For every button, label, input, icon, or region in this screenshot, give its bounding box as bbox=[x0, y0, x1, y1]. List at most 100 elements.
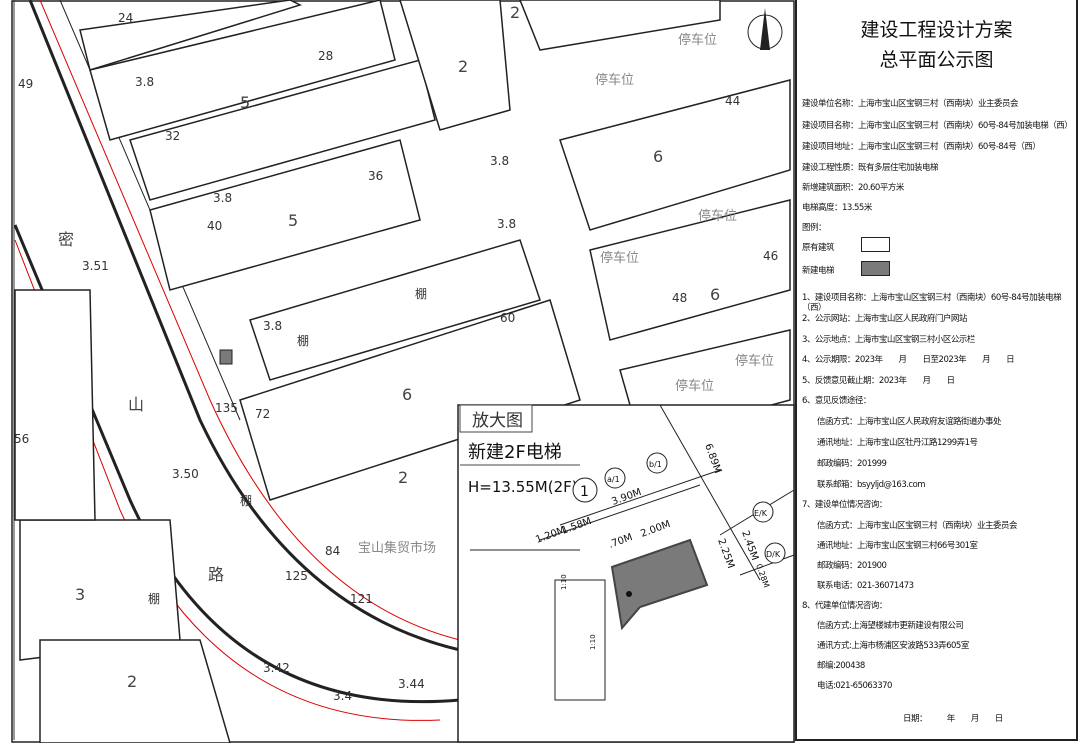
map-label: b/1 bbox=[649, 460, 662, 469]
map-label: 停车位 bbox=[735, 353, 774, 369]
panel-title: 建设工程设计方案 bbox=[860, 19, 1013, 41]
map-label: 1 bbox=[580, 484, 589, 500]
new-elevator-marker bbox=[219, 349, 233, 365]
date-line: 日期： 年 月 日 bbox=[903, 714, 1003, 724]
road-label: 密 bbox=[58, 230, 74, 249]
agent-phone: 电话:021-65063370 bbox=[817, 681, 892, 691]
map-label: 56 bbox=[14, 432, 29, 446]
site-plan-map: 密 山 路 24 28 32 36 40 60 72 84 121 125 13… bbox=[11, 0, 795, 743]
map-label: 2 bbox=[398, 468, 408, 487]
map-label: 36 bbox=[368, 169, 383, 183]
map-label: 3.42 bbox=[263, 661, 290, 675]
map-label: a/1 bbox=[607, 475, 620, 484]
agent-item: 信函方式:上海望楼城市更新建设有限公司 bbox=[817, 621, 964, 631]
map-label: 72 bbox=[255, 407, 270, 421]
panel-subtitle: 总平面公示图 bbox=[879, 49, 994, 71]
north-arrow-icon bbox=[747, 8, 783, 50]
info-nature: 建设工程性质：既有多层住宅加装电梯 bbox=[802, 163, 939, 173]
map-label: 3.50 bbox=[172, 467, 199, 481]
legend-existing-label: 原有建筑 bbox=[802, 243, 835, 253]
map-label: 3.44 bbox=[398, 677, 425, 691]
map-label: 3.8 bbox=[490, 154, 509, 168]
map-label: 3.8 bbox=[213, 191, 232, 205]
map-label: 60 bbox=[500, 311, 515, 325]
map-label: 32 bbox=[165, 129, 180, 143]
map-label: 125 bbox=[285, 569, 308, 583]
feedback-email: 联系邮箱：bsyyljd@163.com bbox=[817, 480, 926, 490]
map-label: 6 bbox=[402, 385, 412, 404]
feedback-item: 信函方式：上海市宝山区人民政府友谊路街道办事处 bbox=[817, 417, 1002, 427]
notice-item: 3、公示地点：上海市宝山区宝钢三村小区公示栏 bbox=[802, 335, 975, 345]
map-label: D/K bbox=[766, 550, 781, 559]
builder-item: 信函方式：上海市宝山区宝钢三村（西南块）业主委员会 bbox=[817, 521, 1018, 531]
builder-item: 邮政编码：201900 bbox=[817, 561, 887, 571]
new-elevator-shape bbox=[610, 538, 709, 631]
agent-title: 8、代建单位情况咨询： bbox=[802, 601, 887, 611]
elevation-points: 3.8 3.8 3.8 3.8 3.8 3.51 3.50 3.42 3.44 … bbox=[82, 75, 516, 703]
feedback-item: 邮政编码：201999 bbox=[817, 459, 887, 469]
legend-elevator-swatch bbox=[861, 261, 890, 276]
map-label: E/K bbox=[754, 509, 768, 518]
map-label: 3.51 bbox=[82, 259, 109, 273]
map-label: 121 bbox=[350, 592, 373, 606]
map-label: 5 bbox=[288, 211, 298, 230]
legend-existing-swatch bbox=[861, 237, 890, 252]
info-area: 新增建筑面积：20.60平方米 bbox=[802, 183, 904, 193]
inset-height: H=13.55M(2F) bbox=[468, 478, 578, 496]
map-label: 40 bbox=[207, 219, 222, 233]
map-label: 2 bbox=[127, 672, 137, 691]
road-label: 路 bbox=[208, 565, 224, 584]
map-label: 49 bbox=[18, 77, 33, 91]
legend-title: 图例： bbox=[802, 223, 827, 233]
builder-phone: 联系电话：021-36071473 bbox=[817, 581, 914, 591]
info-project: 建设项目名称：上海市宝山区宝钢三村（西南块）60号-84号加装电梯（西） bbox=[802, 121, 1073, 131]
map-label: 135 bbox=[215, 401, 238, 415]
info-height: 电梯高度：13.55米 bbox=[802, 203, 872, 213]
notice-item: 6、意见反馈途径： bbox=[802, 396, 871, 406]
buildings bbox=[14, 0, 791, 743]
map-label: 48 bbox=[672, 291, 687, 305]
map-label: 84 bbox=[325, 544, 340, 558]
info-panel: 建设工程设计方案 总平面公示图 建设单位名称：上海市宝山区宝钢三村（西南块）业主… bbox=[795, 0, 1078, 741]
notice-item: 4、公示期限：2023年 月 日至2023年 月 日 bbox=[802, 355, 1015, 365]
inset-title: 放大图 bbox=[472, 411, 523, 431]
shed-labels: 棚 棚 棚 棚 bbox=[148, 286, 427, 606]
map-label: 停车位 bbox=[675, 378, 714, 394]
notice-item: 2、公示网站：上海市宝山区人民政府门户网站 bbox=[802, 314, 967, 324]
map-label: 棚 bbox=[415, 286, 427, 301]
map-label: 28 bbox=[318, 49, 333, 63]
info-unit: 建设单位名称：上海市宝山区宝钢三村（西南块）业主委员会 bbox=[802, 99, 1019, 109]
map-label: 3.8 bbox=[135, 75, 154, 89]
map-label: 棚 bbox=[297, 333, 309, 348]
road-label: 山 bbox=[128, 395, 144, 414]
map-label: 棚 bbox=[148, 591, 160, 606]
map-label: 6 bbox=[653, 147, 663, 166]
map-label: 3 bbox=[75, 585, 85, 604]
inset-label: 新建2F电梯 bbox=[468, 442, 562, 463]
map-label: 停车位 bbox=[698, 208, 737, 224]
map-label: 5 bbox=[240, 93, 250, 112]
agent-item: 通讯方式:上海市杨浦区安波路533弄605室 bbox=[817, 641, 969, 651]
map-label: 1:10 bbox=[560, 574, 568, 590]
map-label: 棚 bbox=[240, 493, 252, 508]
notice-item: 1、建设项目名称：上海市宝山区宝钢三村（西南块）60号-84号加装电梯（西） bbox=[802, 293, 1062, 313]
map-label: 3.8 bbox=[263, 319, 282, 333]
map-label: 6 bbox=[710, 285, 720, 304]
map-label: 停车位 bbox=[678, 32, 717, 48]
map-label: 1:10 bbox=[589, 634, 597, 650]
map-label: 3.4 bbox=[333, 689, 352, 703]
map-label: 2 bbox=[458, 57, 468, 76]
map-label: 24 bbox=[118, 11, 133, 25]
map-label: 46 bbox=[763, 249, 778, 263]
map-label: 3.8 bbox=[497, 217, 516, 231]
map-label: 44 bbox=[725, 94, 740, 108]
notice-item: 5、反馈意见截止期：2023年 月 日 bbox=[802, 376, 955, 386]
info-address: 建设项目地址：上海市宝山区宝钢三村（西南块）60号-84号（西） bbox=[802, 142, 1041, 152]
feedback-item: 通讯地址：上海市宝山区牡丹江路1299弄1号 bbox=[817, 438, 978, 448]
block-labels: 5 5 6 6 6 2 2 2 3 2 bbox=[75, 3, 720, 691]
legend-elevator-label: 新建电梯 bbox=[802, 266, 835, 276]
map-label: 停车位 bbox=[600, 250, 639, 266]
agent-item: 邮编:200438 bbox=[817, 661, 865, 671]
parking-labels: 停车位 停车位 停车位 停车位 停车位 停车位 bbox=[595, 32, 774, 394]
building-numbers: 24 28 32 36 40 60 72 84 121 125 135 44 4… bbox=[14, 11, 778, 606]
